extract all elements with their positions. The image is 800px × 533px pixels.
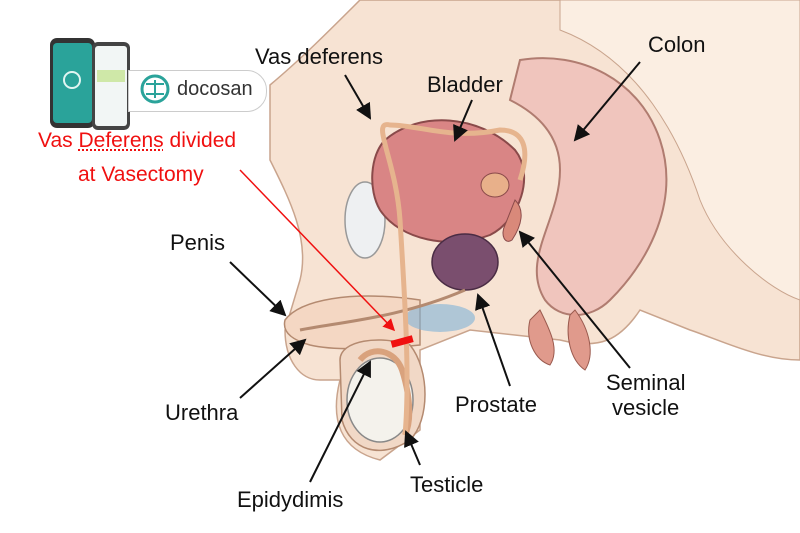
label-vas-deferens: Vas deferens: [255, 44, 384, 69]
label-prostate: Prostate: [455, 392, 537, 417]
label-urethra: Urethra: [165, 400, 239, 425]
urethra: [299, 288, 466, 332]
vas-deferens: [380, 122, 528, 436]
label-penis: Penis: [170, 230, 226, 255]
arrow-prostate: [475, 293, 511, 387]
label-bladder: Bladder: [427, 72, 503, 97]
label-seminal-vesicle-line1: Seminal: [606, 370, 686, 395]
arrow-vas-deferens: [344, 74, 372, 120]
testicle: [346, 357, 414, 443]
label-colon: Colon: [648, 32, 706, 57]
arrow-penis: [229, 261, 287, 317]
colon: [508, 57, 668, 316]
brand-name: docosan: [177, 78, 253, 100]
epididymis: [357, 348, 413, 437]
bladder: [371, 119, 525, 243]
arrow-testicle: [404, 430, 421, 466]
arrow-colon: [573, 61, 641, 142]
label-testicle: Testicle: [410, 472, 484, 497]
annotation-line-2: at Vasectomy: [78, 163, 204, 186]
arrow-epidydimis: [309, 360, 371, 483]
annotation-line-1: Vas Deferens divided: [38, 129, 237, 152]
label-epidydimis: Epidydimis: [237, 487, 344, 512]
vasectomy-cut-mark: [390, 335, 414, 348]
prostate: [431, 233, 499, 291]
arrow-vasectomy: [239, 169, 396, 332]
arrow-seminal-vesicle: [518, 230, 631, 369]
arrow-bladder: [453, 99, 473, 142]
seminal-vesicle: [502, 199, 522, 242]
arrow-urethra: [239, 338, 307, 399]
label-seminal-vesicle-line2: vesicle: [612, 395, 680, 420]
